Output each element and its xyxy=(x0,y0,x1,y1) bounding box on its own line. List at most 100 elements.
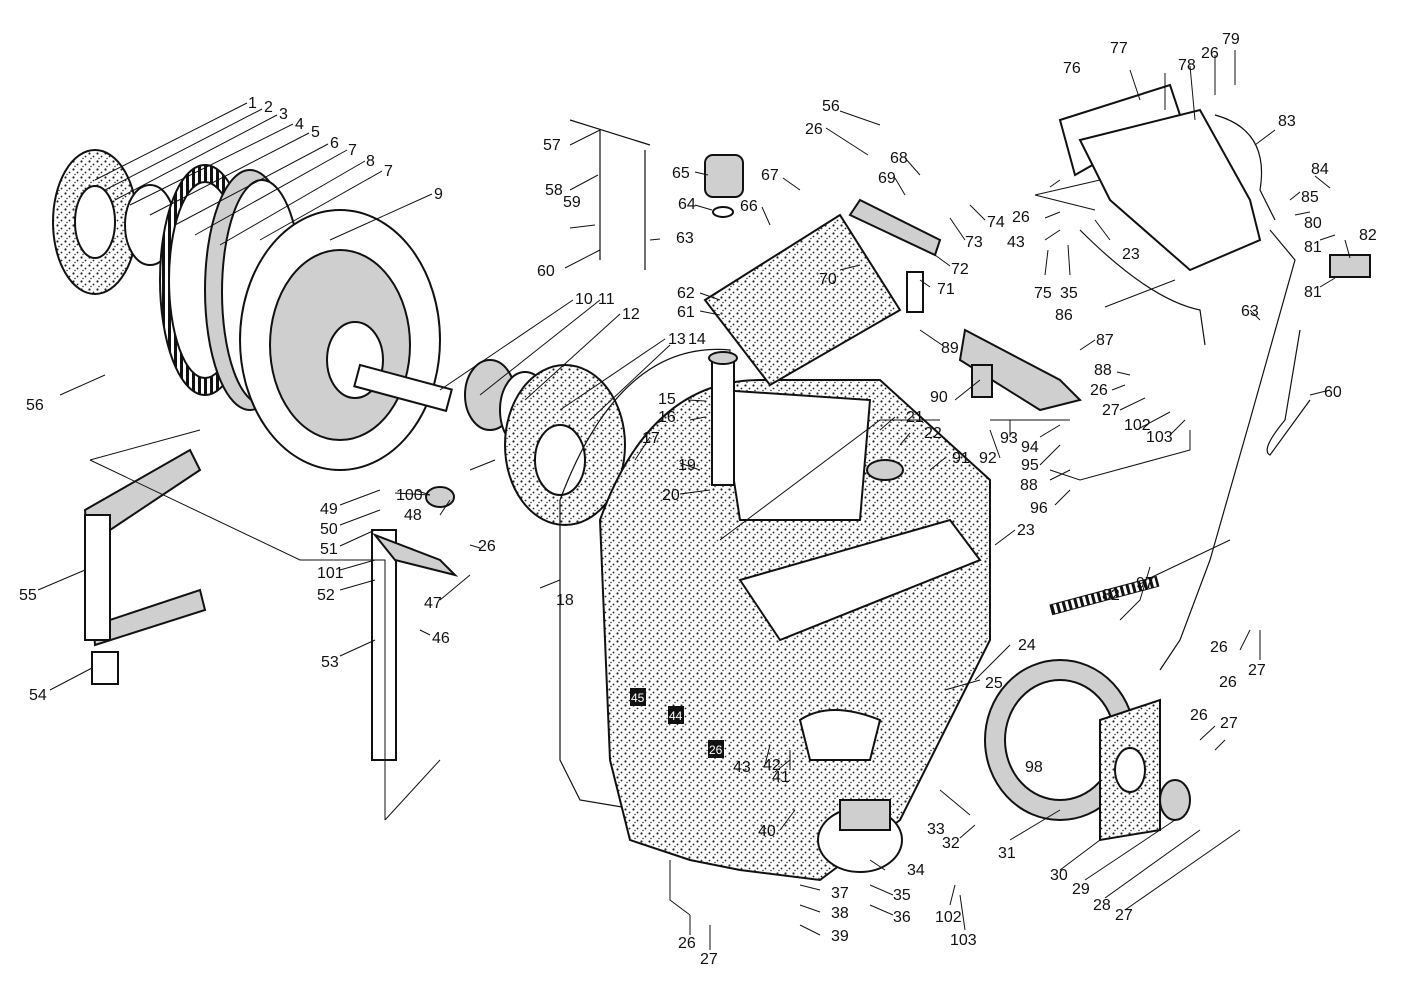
callout-88b: 88 xyxy=(1020,477,1038,494)
fork-shaft xyxy=(84,514,111,641)
callout-8: 8 xyxy=(366,153,375,170)
callout-78: 78 xyxy=(1178,57,1196,74)
callout-27a: 27 xyxy=(1102,402,1120,419)
callout-81b: 81 xyxy=(1304,284,1322,301)
callout-81a: 81 xyxy=(1304,239,1322,256)
callout-85: 85 xyxy=(1301,189,1319,206)
hose-86 xyxy=(1079,229,1206,346)
callout-77: 77 xyxy=(1110,40,1128,57)
callout-54: 54 xyxy=(29,687,47,704)
callout-30: 30 xyxy=(1050,867,1068,884)
callout-7a: 7 xyxy=(348,142,357,159)
leader-lines xyxy=(37,50,1351,950)
callout-58: 58 xyxy=(545,182,563,199)
filter-body-77 xyxy=(1078,108,1262,272)
input-shaft xyxy=(353,363,453,413)
callout-68: 68 xyxy=(890,150,908,167)
callout-59: 59 xyxy=(563,194,581,211)
callout-26h: 26 xyxy=(678,935,696,952)
callout-22: 22 xyxy=(924,425,942,442)
callout-10: 10 xyxy=(575,291,593,308)
plug-48 xyxy=(425,486,455,508)
callout-2: 2 xyxy=(264,99,273,116)
callout-60b: 60 xyxy=(1324,384,1342,401)
callout-11: 11 xyxy=(598,291,615,308)
callout-labels: 1 2 3 4 5 6 7 8 7 9 10 11 12 13 14 15 16… xyxy=(19,31,1377,968)
callout-29: 29 xyxy=(1072,881,1090,898)
callout-97: 97 xyxy=(1136,575,1154,592)
callout-23a: 23 xyxy=(1122,246,1140,263)
callout-40: 40 xyxy=(758,823,776,840)
callout-38: 38 xyxy=(831,905,849,922)
callout-63b: 63 xyxy=(1241,303,1259,320)
callout-63a: 63 xyxy=(676,230,694,247)
callout-26a: 26 xyxy=(1201,45,1219,62)
callout-19: 19 xyxy=(678,457,696,474)
callout-43b: 43 xyxy=(733,759,751,776)
boxed-label-45: 45 xyxy=(631,691,645,705)
callout-60a: 60 xyxy=(537,263,555,280)
callout-27c: 27 xyxy=(1220,715,1238,732)
bracket-72 xyxy=(848,198,942,257)
callout-26f: 26 xyxy=(1219,674,1237,691)
callout-71: 71 xyxy=(937,281,955,298)
callout-26d: 26 xyxy=(1090,382,1108,399)
callout-31: 31 xyxy=(998,845,1016,862)
callout-26c: 26 xyxy=(805,121,823,138)
callout-53: 53 xyxy=(321,654,339,671)
callout-102a: 102 xyxy=(1124,417,1151,434)
callout-27e: 27 xyxy=(700,951,718,968)
callout-88a: 88 xyxy=(1094,362,1112,379)
callout-72: 72 xyxy=(951,261,969,278)
pipe-97 xyxy=(1159,229,1296,671)
callout-42: 42 xyxy=(763,757,781,774)
callout-91: 91 xyxy=(952,450,970,467)
callout-35b: 35 xyxy=(893,887,911,904)
callout-96: 96 xyxy=(1030,500,1048,517)
callout-46: 46 xyxy=(432,630,450,647)
callout-62: 62 xyxy=(677,285,695,302)
callout-33: 33 xyxy=(927,821,945,838)
lever-89 xyxy=(958,328,1082,412)
callout-36: 36 xyxy=(893,909,911,926)
callout-26g: 26 xyxy=(1190,707,1208,724)
housing-top-opening xyxy=(718,388,872,521)
callout-32: 32 xyxy=(942,835,960,852)
right-side-parts xyxy=(984,83,1371,842)
bearing-and-cover-group xyxy=(464,359,626,526)
shift-fork-arm xyxy=(798,709,882,761)
callout-26i: 26 xyxy=(1210,639,1228,656)
boxed-label-44: 44 xyxy=(669,709,683,723)
callout-3: 3 xyxy=(279,106,288,123)
callout-47: 47 xyxy=(424,595,442,612)
callout-18: 18 xyxy=(556,592,574,609)
washer-64 xyxy=(712,206,734,218)
callout-55: 55 xyxy=(19,587,37,604)
callout-41: 41 xyxy=(772,769,790,786)
belt-82 xyxy=(1049,575,1160,616)
callout-57: 57 xyxy=(543,137,561,154)
callout-92: 92 xyxy=(979,450,997,467)
callout-101: 101 xyxy=(317,565,344,582)
callout-28: 28 xyxy=(1093,897,1111,914)
pipe-assembly-58 xyxy=(569,119,651,270)
callout-79: 79 xyxy=(1222,31,1240,48)
callout-39: 39 xyxy=(831,928,849,945)
clutch-assembly xyxy=(52,149,453,471)
pipe-60-right xyxy=(1266,329,1311,456)
cap-65 xyxy=(704,154,744,198)
callout-21: 21 xyxy=(906,409,924,426)
pin-90 xyxy=(971,364,993,398)
callout-86: 86 xyxy=(1055,307,1073,324)
callout-93: 93 xyxy=(1000,430,1018,447)
callout-5: 5 xyxy=(311,124,320,141)
callout-64: 64 xyxy=(678,196,696,213)
callout-89: 89 xyxy=(941,340,959,357)
callout-75: 75 xyxy=(1034,285,1052,302)
callout-24: 24 xyxy=(1018,637,1036,654)
callout-84: 84 xyxy=(1311,161,1329,178)
gearbox-housing xyxy=(559,213,991,882)
callout-4: 4 xyxy=(295,116,304,133)
callout-48: 48 xyxy=(404,507,422,524)
